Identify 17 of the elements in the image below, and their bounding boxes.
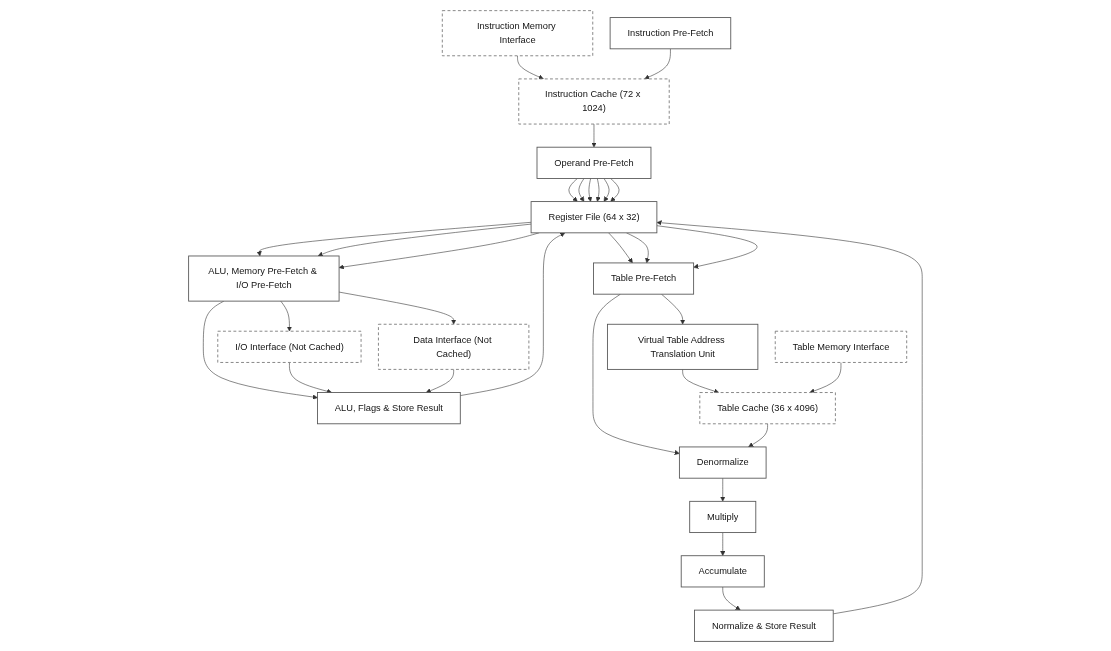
node-box: Operand Pre-Fetch <box>536 146 652 179</box>
node-box: I/O Interface (Not Cached) <box>217 330 362 363</box>
node-box: ALU, Flags & Store Result <box>317 391 461 424</box>
node-box: Multiply <box>689 500 757 533</box>
node-box: ALU, Memory Pre-Fetch & I/O Pre-Fetch <box>188 255 340 302</box>
node-box: Register File (64 x 32) <box>530 200 658 233</box>
node-box: Accumulate <box>680 554 765 587</box>
node-box: Virtual Table Address Translation Unit <box>607 323 759 370</box>
node-box: Table Cache (36 x 4096) <box>699 391 836 424</box>
node-box: Instruction Pre-Fetch <box>609 16 732 49</box>
node-box: Normalize & Store Result <box>694 609 834 642</box>
node-box: Instruction Memory Interface <box>441 9 594 56</box>
node-box: Table Memory Interface <box>774 330 908 363</box>
node-box: Denormalize <box>679 446 767 479</box>
node-box: Data Interface (Not Cached) <box>378 323 530 370</box>
node-box: Table Pre-Fetch <box>593 262 695 295</box>
node-box: Instruction Cache (72 x 1024) <box>518 77 670 124</box>
